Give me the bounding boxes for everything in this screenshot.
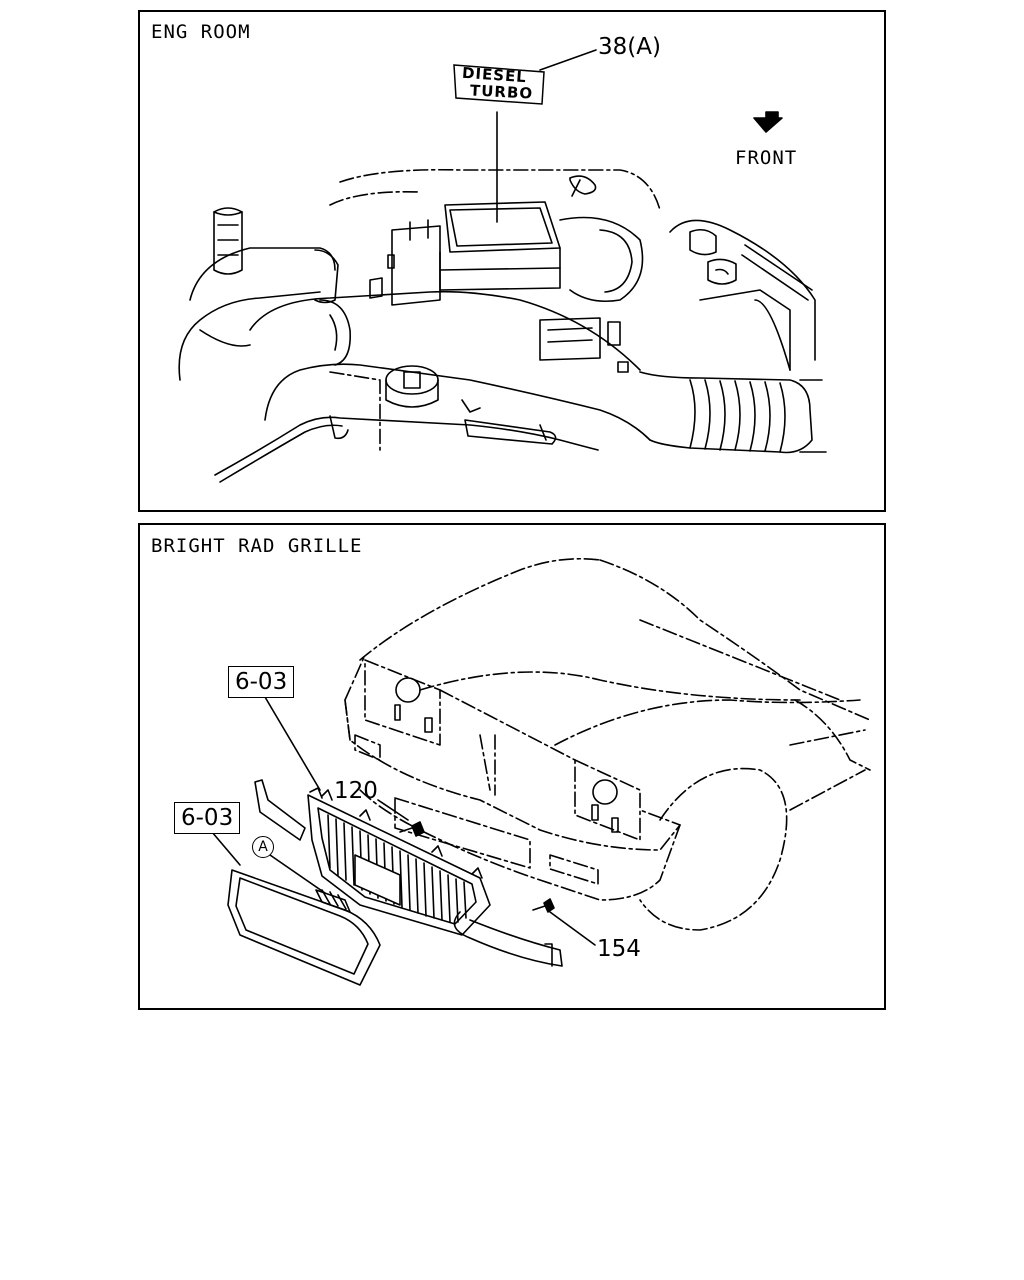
grille-title: BRIGHT RAD GRILLE	[151, 535, 363, 557]
leader-154	[549, 911, 596, 946]
leader-upper-6-03	[264, 696, 321, 791]
leader-lower-6-03	[211, 831, 241, 866]
grille-frame	[307, 794, 491, 936]
grille-emblem-badge	[315, 889, 351, 913]
leader-120	[377, 799, 409, 821]
leader-marker-a	[269, 854, 326, 894]
part-120-label: 120	[334, 778, 378, 804]
part-154-label: 154	[597, 936, 641, 962]
ref-6-03-upper: 6-03	[228, 666, 295, 698]
callout-38a-label: 38(A)	[598, 34, 661, 60]
ref-6-03-lower: 6-03	[174, 802, 241, 834]
engine-room-panel	[138, 10, 886, 512]
grille-panel	[138, 523, 886, 1010]
callout-leader-38a	[539, 49, 597, 71]
front-direction-label: FRONT	[735, 147, 798, 169]
diesel-turbo-emblem: DIESEL TURBO	[452, 62, 546, 106]
marker-a-circle: A	[252, 836, 274, 858]
engine-room-title: ENG ROOM	[151, 21, 251, 43]
front-arrow-icon	[753, 111, 783, 133]
